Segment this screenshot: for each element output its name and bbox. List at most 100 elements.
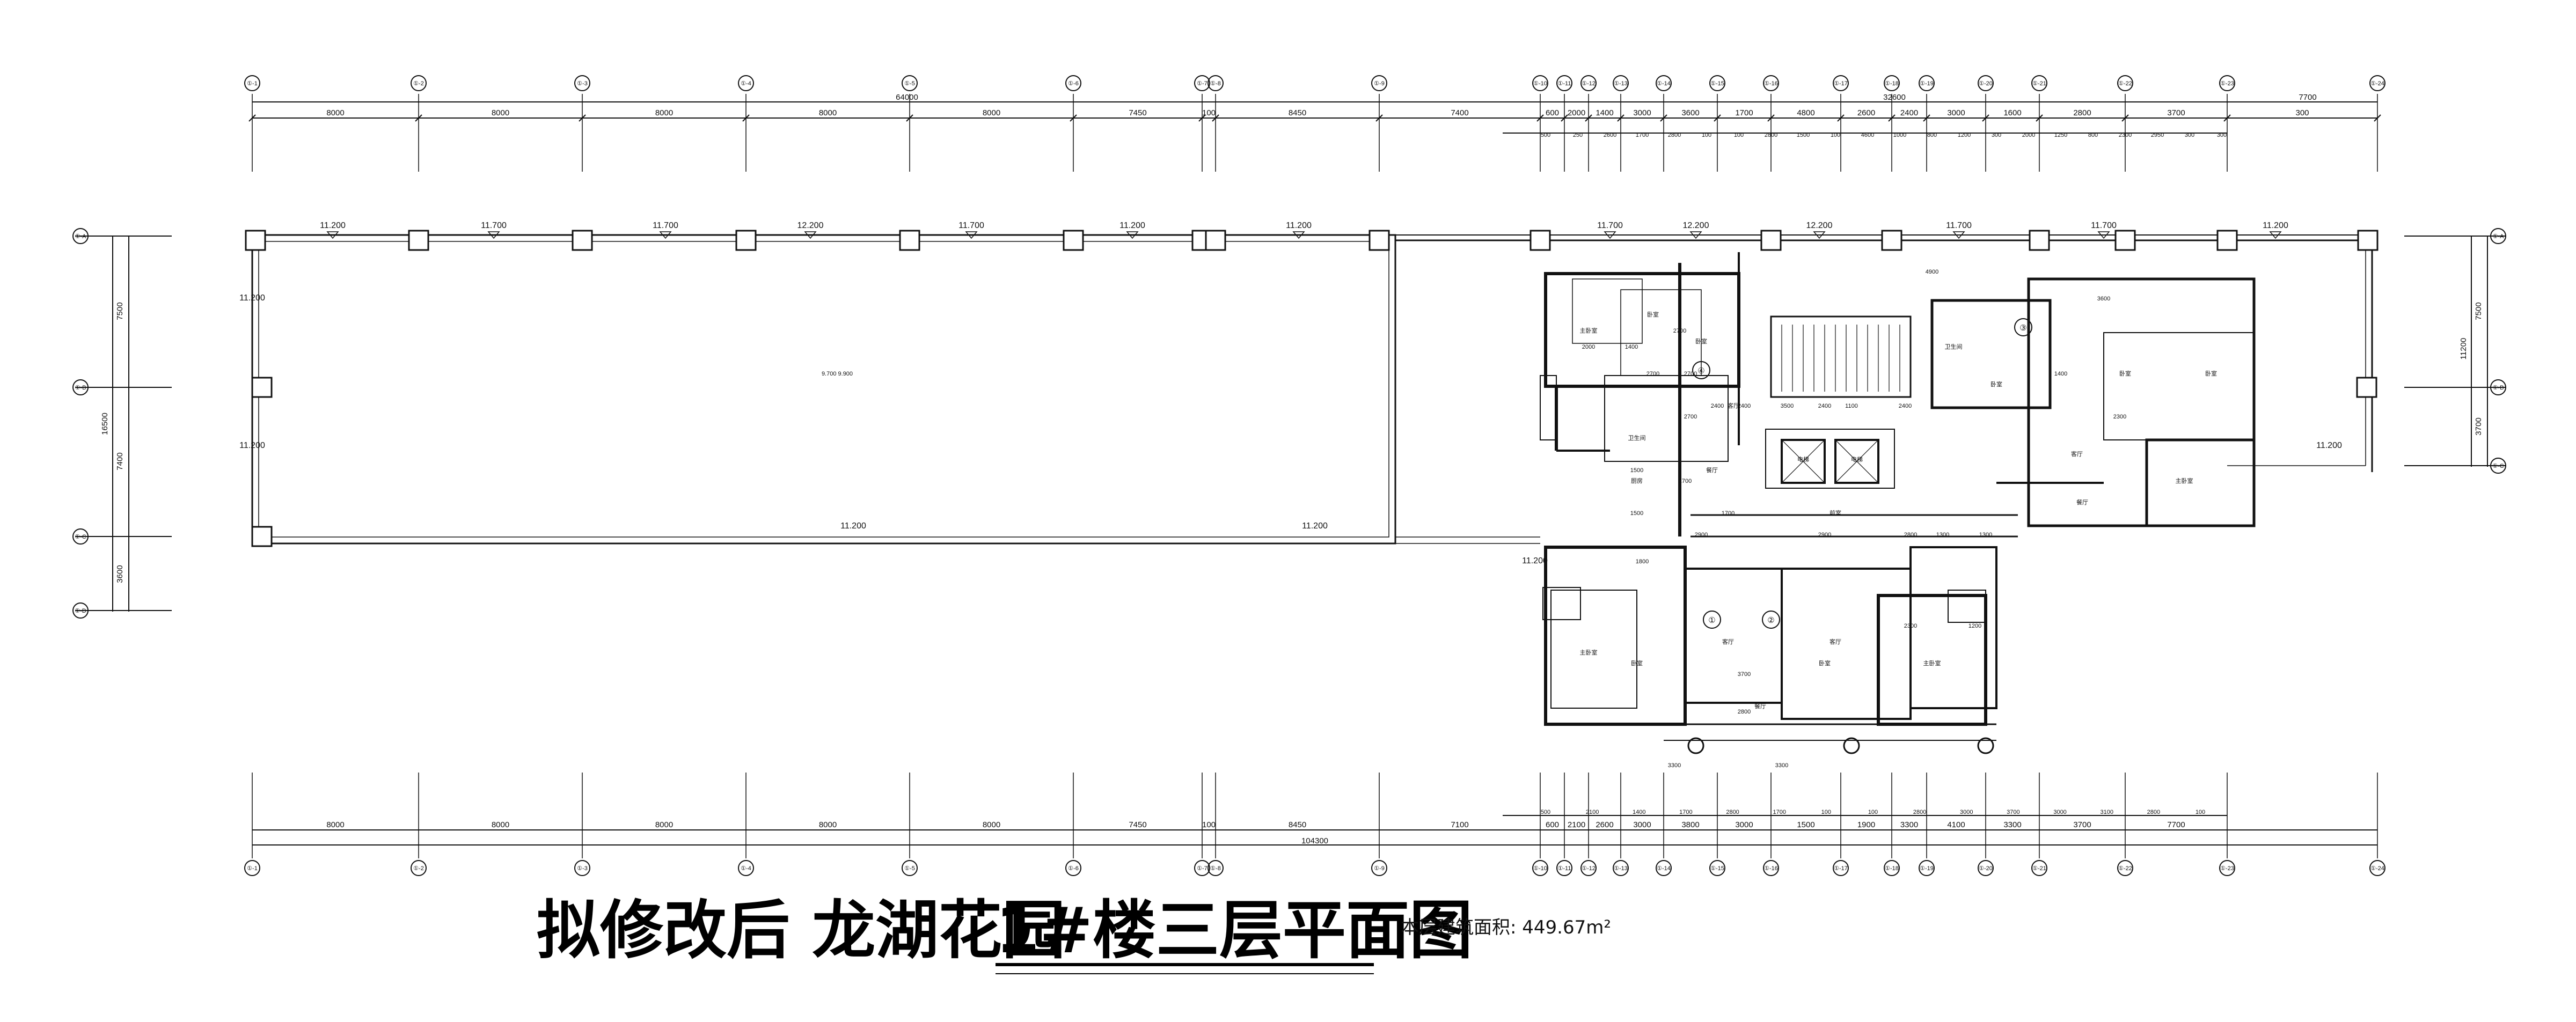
dim-bottom-row1: 3700 bbox=[2073, 820, 2091, 829]
dim-top-row2: 2000 bbox=[2022, 132, 2035, 138]
room-label: 客厅 bbox=[1829, 638, 1841, 645]
dim-bottom-row1: 8000 bbox=[492, 820, 509, 829]
interior-dim: 1800 bbox=[1636, 558, 1649, 565]
level-note: 9.700 9.900 bbox=[822, 371, 853, 377]
room-label: 卧室 bbox=[2119, 370, 2131, 377]
dim-bottom-row2: 1400 bbox=[1633, 809, 1645, 815]
axis-bubble-top: ①-6 bbox=[1065, 75, 1081, 91]
axis-bubble-bottom: ①-23 bbox=[2219, 860, 2235, 876]
axis-bubble-top: ①-19 bbox=[1919, 75, 1935, 91]
axis-bubble-bottom: ①-15 bbox=[1709, 860, 1725, 876]
room-label: 卧室 bbox=[1631, 659, 1643, 667]
axis-label: ①-16 bbox=[1764, 80, 1778, 87]
axis-label: ①-12 bbox=[1582, 80, 1596, 87]
axis-bubble-top: ①-14 bbox=[1656, 75, 1672, 91]
dim-bottom-row1: 7700 bbox=[2167, 820, 2185, 829]
axis-bubble-top: ①-1 bbox=[244, 75, 260, 91]
interior-dim: 3600 bbox=[2097, 296, 2110, 302]
dim-top-row1: 7400 bbox=[1451, 108, 1468, 117]
axis-label: ①-22 bbox=[2118, 865, 2132, 872]
dim-top-row2: 2800 bbox=[1668, 132, 1681, 138]
axis-label: ①-16 bbox=[1764, 865, 1778, 872]
dim-top-row1: 300 bbox=[2295, 108, 2309, 117]
axis-bubble-bottom: ①-2 bbox=[411, 860, 427, 876]
room-label: 主卧室 bbox=[1923, 659, 1941, 667]
room-label: 厨房 bbox=[1631, 477, 1643, 484]
dim-bottom-row2: 2100 bbox=[1586, 809, 1599, 815]
dim-top-row2: 1250 bbox=[2054, 132, 2067, 138]
room-label: 客厅 bbox=[1722, 638, 1734, 645]
level-mark-side: 11.200 bbox=[239, 293, 265, 303]
axis-label: ①-24 bbox=[2370, 80, 2384, 87]
unit-number-text: ④ bbox=[1697, 366, 1704, 376]
axis-label: ①-23 bbox=[2220, 865, 2234, 872]
axis-label: ①-A bbox=[2493, 233, 2505, 240]
column bbox=[2357, 230, 2379, 251]
interior-dim: 2800 bbox=[1738, 709, 1751, 715]
interior-dim: 2400 bbox=[1711, 403, 1724, 409]
axis-bubble-left: ①-A bbox=[72, 228, 89, 244]
interior-dim: 2900 bbox=[1818, 532, 1831, 538]
dim-top-row1: 2600 bbox=[1857, 108, 1875, 117]
dim-top-row1: 100 bbox=[1202, 108, 1216, 117]
axis-bubble-top: ①-15 bbox=[1709, 75, 1725, 91]
dim-right: 7500 bbox=[2474, 302, 2483, 320]
level-mark-side: 11.200 bbox=[2316, 441, 2342, 450]
axis-bubble-left: ①-C bbox=[72, 528, 89, 545]
title-sub: 1#楼三层平面图 bbox=[996, 893, 1473, 967]
column bbox=[1063, 230, 1084, 251]
dim-top-row1: 4800 bbox=[1797, 108, 1814, 117]
dim-bottom-row1: 2600 bbox=[1596, 820, 1613, 829]
level-mark-top: 12.200 bbox=[797, 221, 824, 230]
column bbox=[1368, 230, 1390, 251]
level-mark-top: 12.200 bbox=[1806, 221, 1833, 230]
axis-bubble-top: ①-7 bbox=[1194, 75, 1210, 91]
axis-bubble-bottom: ①-7 bbox=[1194, 860, 1210, 876]
axis-label: ①-17 bbox=[1834, 865, 1848, 872]
interior-dim: 2400 bbox=[1738, 403, 1751, 409]
axis-bubble-bottom: ①-16 bbox=[1763, 860, 1779, 876]
dim-bottom-row2: 1700 bbox=[1773, 809, 1785, 815]
axis-label: ①-4 bbox=[741, 865, 751, 872]
axis-label: ①-9 bbox=[1374, 80, 1385, 87]
interior-dim: 3700 bbox=[1738, 671, 1751, 678]
axis-label: ①-9 bbox=[1374, 865, 1385, 872]
axis-label: ①-24 bbox=[2370, 865, 2384, 872]
level-mark-side: 11.200 bbox=[1522, 556, 1548, 565]
axis-bubble-top: ①-4 bbox=[738, 75, 754, 91]
axis-bubble-top: ①-5 bbox=[902, 75, 918, 91]
column bbox=[1881, 230, 1902, 251]
interior-dim: 2700 bbox=[1684, 414, 1697, 420]
column bbox=[2114, 230, 2136, 251]
dim-top-right-far: 7700 bbox=[2299, 93, 2316, 102]
dim-bottom-row2: 3000 bbox=[2053, 809, 2066, 815]
dim-bottom-row2: 100 bbox=[1868, 809, 1878, 815]
column bbox=[572, 230, 593, 251]
axis-label: ①-6 bbox=[1068, 80, 1079, 87]
axis-label: ①-11 bbox=[1558, 80, 1571, 87]
axis-bubble-bottom: ①-4 bbox=[738, 860, 754, 876]
axis-label: ①-3 bbox=[577, 80, 588, 87]
interior-dim: 2400 bbox=[1818, 403, 1831, 409]
dim-bottom-row1: 600 bbox=[1546, 820, 1559, 829]
interior-dim: 2300 bbox=[2113, 414, 2126, 420]
axis-label: ①-14 bbox=[1657, 80, 1671, 87]
room-label: 卫生间 bbox=[1628, 434, 1646, 442]
dim-bottom-row1: 4100 bbox=[1947, 820, 1965, 829]
axis-bubble-left: ①-B bbox=[72, 379, 89, 395]
room-label: 餐厅 bbox=[1754, 702, 1766, 710]
axis-bubble-left: ①-D bbox=[72, 602, 89, 619]
dim-top-row1: 8000 bbox=[983, 108, 1000, 117]
dim-bottom-row1: 3800 bbox=[1681, 820, 1699, 829]
axis-bubble-bottom: ①-22 bbox=[2117, 860, 2133, 876]
axis-bubble-top: ①-24 bbox=[2369, 75, 2385, 91]
dim-bottom-row1: 1900 bbox=[1857, 820, 1875, 829]
dim-left: 16500 bbox=[100, 413, 109, 435]
dim-bottom-row1: 100 bbox=[1202, 820, 1216, 829]
level-mark-top: 11.200 bbox=[320, 221, 346, 230]
axis-label: ①-13 bbox=[1614, 865, 1628, 872]
dim-bottom-row2: 2800 bbox=[1726, 809, 1739, 815]
axis-bubble-bottom: ①-10 bbox=[1532, 860, 1548, 876]
